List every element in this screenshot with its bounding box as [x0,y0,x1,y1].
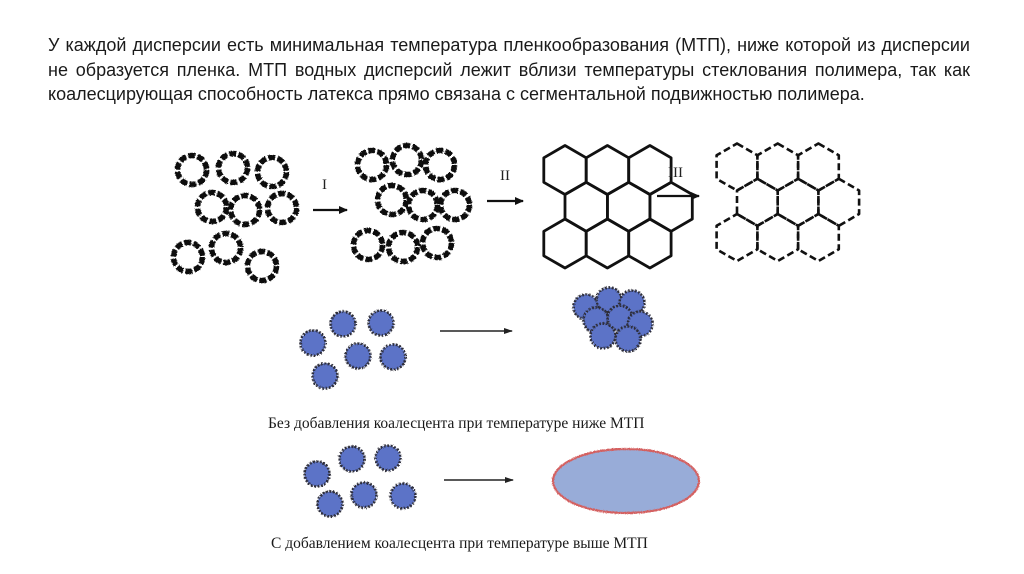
latex-particle-ring [419,225,455,261]
polymer-particle [299,329,327,357]
polymer-particle [614,325,642,353]
interdiffused-cell [756,212,800,263]
interdiffused-cell [817,177,861,228]
latex-particle-ring [227,192,263,228]
intro-paragraph: У каждой дисперсии есть минимальная темп… [48,35,970,104]
latex-particle-ring [244,248,280,284]
latex-particle-ring [354,147,390,183]
latex-particle-ring [405,187,441,223]
polymer-particle [338,445,366,473]
latex-particle-ring [350,227,386,263]
latex-particle-ring [437,187,473,223]
polymer-particle [316,490,344,518]
polymer-particle [374,444,402,472]
stage-dispersed-particles [170,150,300,284]
polymer-particle [589,322,617,350]
interdiffused-cell [735,177,779,228]
polymer-particle [350,481,378,509]
latex-particle-ring [264,190,300,226]
particles-below-mft [299,309,407,390]
interdiffused-cell [715,212,759,263]
latex-particle-ring [215,150,251,186]
latex-particle-ring [374,182,410,218]
particle-cluster-no-film [572,286,654,353]
deformed-particle-cell [584,217,631,270]
caption-with-coalescent: С добавлением коалесцента при температур… [271,535,648,552]
particles-above-mft [303,444,417,518]
continuous-film [551,447,701,515]
latex-particle-ring [208,230,244,266]
stage-interdiffused-film [715,142,861,263]
latex-particle-ring [170,239,206,275]
interdiffused-cell [796,142,841,192]
latex-particle-ring [385,229,421,265]
polymer-particle [379,343,407,371]
stage-deformed-hexagons [542,144,694,270]
polymer-particle [329,310,357,338]
polymer-particle [303,460,331,488]
interdiffused-cell [776,177,820,228]
caption-without-coalescent: Без добавления коалесцента при температу… [268,415,644,432]
stage-label-3: III [668,165,683,181]
interdiffused-cell [796,212,841,263]
deformed-particle-cell [542,217,588,270]
stage-label-2: II [500,168,510,184]
polymer-particle [389,482,417,510]
latex-particle-ring [194,189,230,225]
polymer-particle [311,362,339,390]
polymer-particle [367,309,395,337]
deformed-particle-cell [627,217,673,270]
polymer-particle [344,342,372,370]
stage-packed-particles [350,142,473,265]
latex-particle-ring [254,154,290,190]
interdiffused-cell [715,142,759,192]
latex-particle-ring [174,152,210,188]
interdiffused-cell [756,142,800,192]
latex-particle-ring [422,147,458,183]
latex-particle-ring [389,142,425,178]
stage-label-1: I [322,177,327,193]
